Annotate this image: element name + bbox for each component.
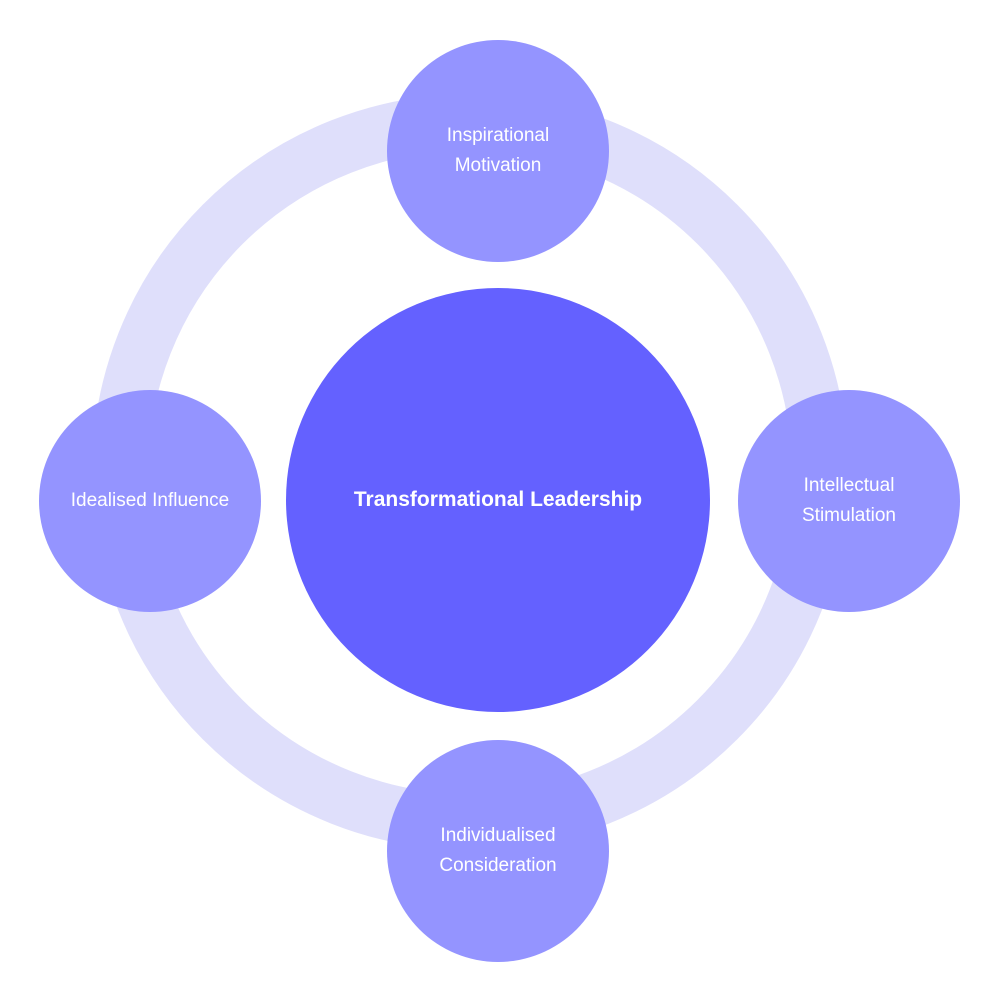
node-intellectual-stimulation: Intellectual Stimulation	[738, 390, 960, 612]
node-idealised-influence: Idealised Influence	[39, 390, 261, 612]
node-individualised-consideration: Individualised Consideration	[387, 740, 609, 962]
center-circle: Transformational Leadership	[286, 288, 710, 712]
center-label: Transformational Leadership	[353, 488, 643, 511]
node-inspirational-motivation: Inspirational Motivation	[387, 40, 609, 262]
node-label: Intellectual Stimulation	[802, 475, 896, 526]
node-label: Inspirational Motivation	[446, 125, 550, 176]
node-label: Individualised Consideration	[439, 825, 557, 876]
node-label: Idealised Influence	[70, 490, 230, 511]
